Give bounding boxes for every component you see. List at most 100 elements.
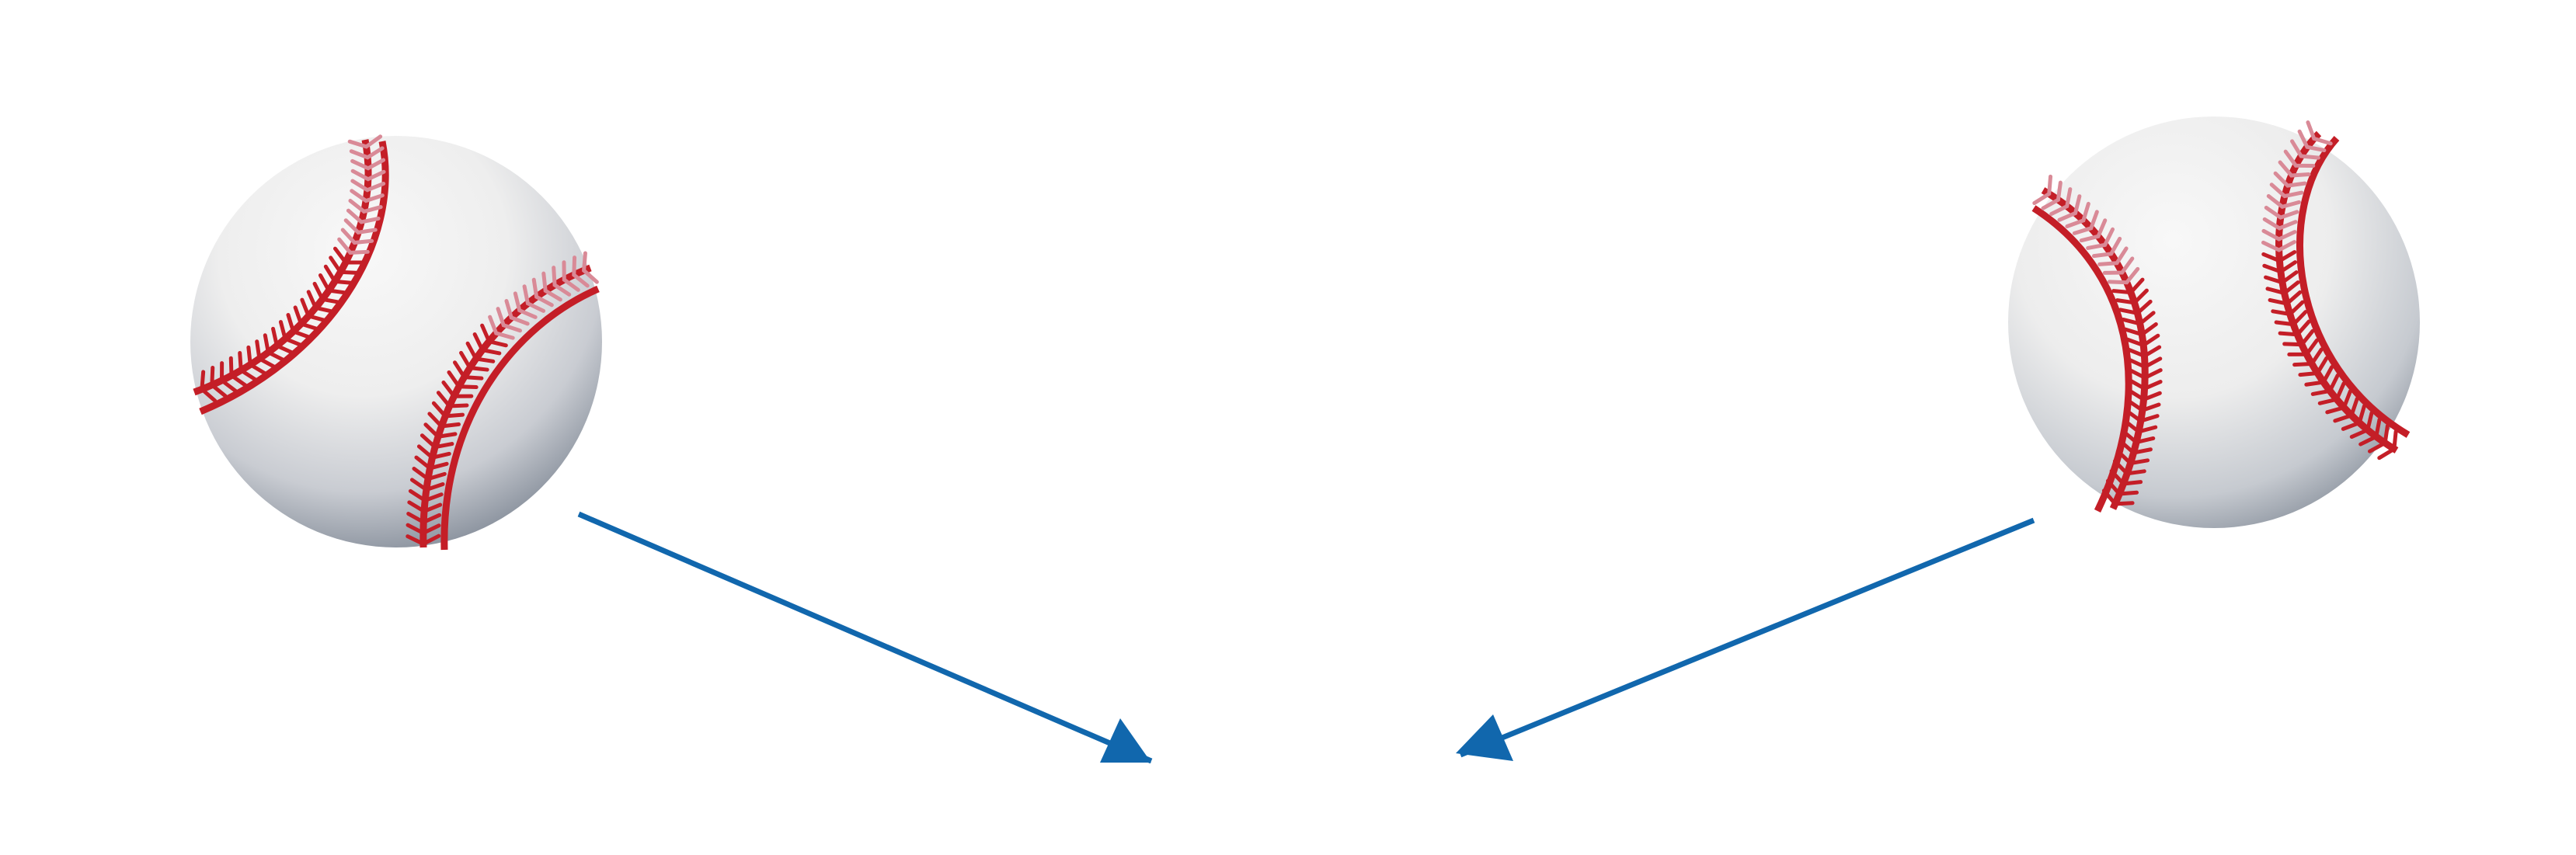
stitch	[350, 189, 385, 203]
stitch	[349, 146, 385, 160]
stitch	[350, 158, 386, 171]
stitch	[2118, 299, 2153, 315]
stitch	[2268, 290, 2303, 306]
stitch	[238, 350, 258, 382]
stitch	[522, 284, 546, 313]
stitch	[513, 291, 538, 319]
stitch	[318, 273, 348, 295]
stitch	[2325, 389, 2352, 415]
stitch	[293, 305, 320, 332]
stitch	[2261, 240, 2296, 252]
stitch	[2266, 194, 2301, 209]
seam-lower	[406, 251, 600, 551]
baseball-icon	[190, 136, 602, 547]
stitch	[431, 401, 465, 419]
stitch	[2292, 347, 2324, 367]
stitch	[228, 356, 248, 388]
right-arrow-head	[1456, 714, 1513, 761]
stitch	[2274, 310, 2308, 327]
stitch	[409, 478, 445, 492]
stitch	[200, 370, 218, 403]
stitch	[2282, 328, 2315, 347]
stitch	[2126, 345, 2162, 359]
stitch	[210, 365, 228, 398]
stitch	[2278, 160, 2311, 178]
right-baseball	[2008, 116, 2420, 528]
stitch	[408, 488, 444, 503]
stitch	[2349, 411, 2374, 440]
stitch	[447, 370, 479, 390]
stitch	[496, 307, 523, 333]
stitch	[300, 297, 328, 323]
stitch	[2123, 321, 2158, 337]
stitch	[2261, 250, 2297, 263]
stitch	[312, 281, 342, 304]
stitch	[412, 466, 447, 481]
left-arrow	[577, 511, 1153, 764]
stitch	[2298, 356, 2329, 377]
stitch	[472, 332, 502, 356]
stitch	[531, 277, 554, 308]
stitch	[2377, 429, 2398, 461]
stitch	[2091, 236, 2122, 259]
stitch	[427, 412, 461, 429]
stitch	[453, 360, 484, 381]
stitch	[286, 312, 312, 339]
stitch	[2123, 419, 2158, 434]
stitch	[2271, 300, 2305, 317]
stitch	[2287, 338, 2319, 356]
stitch	[2118, 439, 2153, 455]
stitch	[2097, 246, 2129, 266]
stitch	[278, 320, 304, 348]
stitch	[347, 134, 383, 149]
stitch	[406, 523, 441, 536]
stitch	[2057, 194, 2082, 222]
stitch	[419, 433, 454, 450]
stitch	[2127, 367, 2163, 381]
stitch	[2264, 205, 2299, 220]
stitch	[2297, 129, 2327, 153]
stitch	[480, 323, 508, 348]
left-arrow-head	[1100, 718, 1151, 763]
stitch	[407, 500, 443, 514]
stitch	[2109, 469, 2143, 486]
stitch	[323, 264, 354, 285]
stitch	[2358, 417, 2382, 447]
stitch	[2283, 149, 2316, 169]
stitch	[406, 534, 441, 547]
stitch	[2306, 120, 2333, 146]
stitch	[343, 218, 378, 235]
stitch	[2049, 187, 2073, 216]
stitch	[2065, 201, 2090, 229]
stitch	[2115, 449, 2150, 466]
stitch	[332, 246, 365, 265]
stitch	[2115, 288, 2149, 305]
stitch	[340, 228, 374, 245]
stitch	[2101, 488, 2135, 506]
stitch	[329, 255, 360, 275]
stitch	[346, 208, 381, 224]
stitch	[2086, 227, 2115, 250]
stitch	[2262, 260, 2298, 274]
stitch	[2121, 311, 2156, 326]
stitch	[2127, 356, 2163, 370]
stitch	[2032, 174, 2053, 206]
stitch	[406, 512, 442, 525]
stitch	[2125, 333, 2160, 348]
stitch	[2317, 381, 2346, 405]
stitch	[2107, 266, 2140, 285]
stitch	[504, 299, 530, 326]
baseball-icon	[2008, 116, 2420, 528]
stitch	[2125, 408, 2160, 423]
stitch	[350, 169, 386, 182]
stitch	[220, 361, 238, 393]
stitch	[436, 391, 469, 408]
stitch	[2079, 218, 2108, 243]
stitch	[263, 333, 286, 363]
stitch	[465, 341, 496, 363]
stitch	[348, 199, 383, 214]
stitch	[271, 326, 295, 355]
stitch	[2290, 139, 2320, 160]
stitch	[2278, 319, 2311, 337]
stitch	[2125, 398, 2161, 413]
